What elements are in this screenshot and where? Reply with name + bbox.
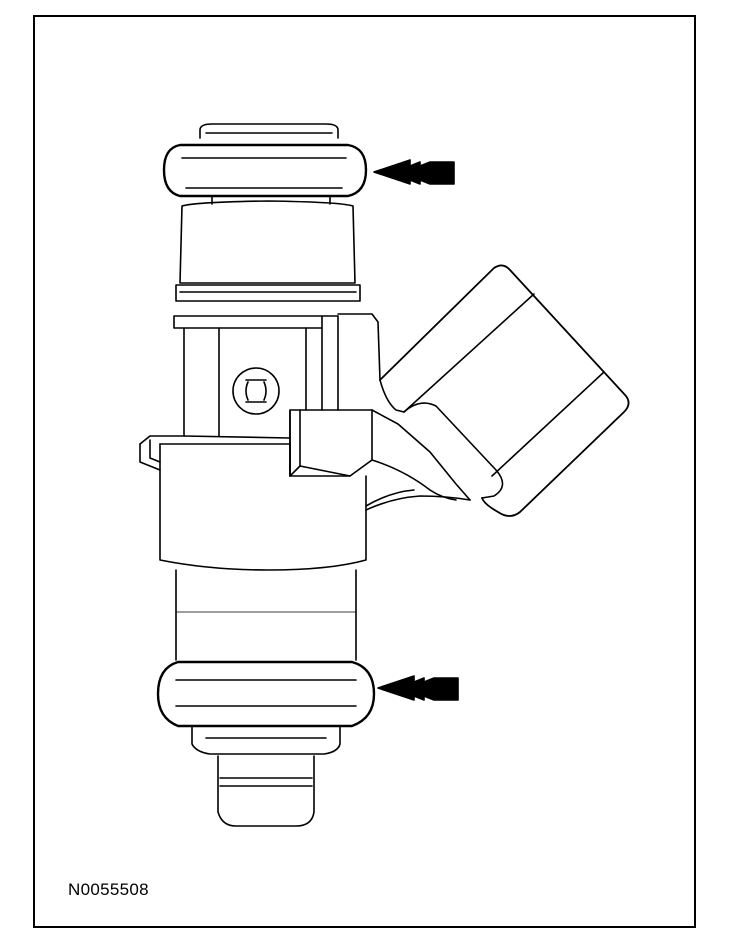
injector-upper-body	[175, 195, 361, 302]
injector-inlet-cap	[199, 123, 339, 139]
lower-o-ring	[156, 660, 376, 728]
diagram-border	[33, 15, 696, 928]
retaining-clip	[173, 313, 381, 381]
injector-nozzle	[191, 725, 341, 827]
figure-id-label: N0055508	[68, 880, 149, 899]
injector-lower-body	[139, 435, 367, 661]
bosch-logo-icon	[232, 367, 280, 415]
electrical-connector	[365, 264, 630, 517]
lower-callout-arrow	[377, 675, 459, 701]
injector-mid-body	[183, 315, 339, 437]
upper-o-ring	[162, 143, 368, 198]
arrow-left-icon	[377, 675, 459, 701]
connector-tab	[289, 409, 373, 477]
upper-callout-arrow	[373, 159, 455, 185]
arrow-left-icon	[373, 159, 455, 185]
